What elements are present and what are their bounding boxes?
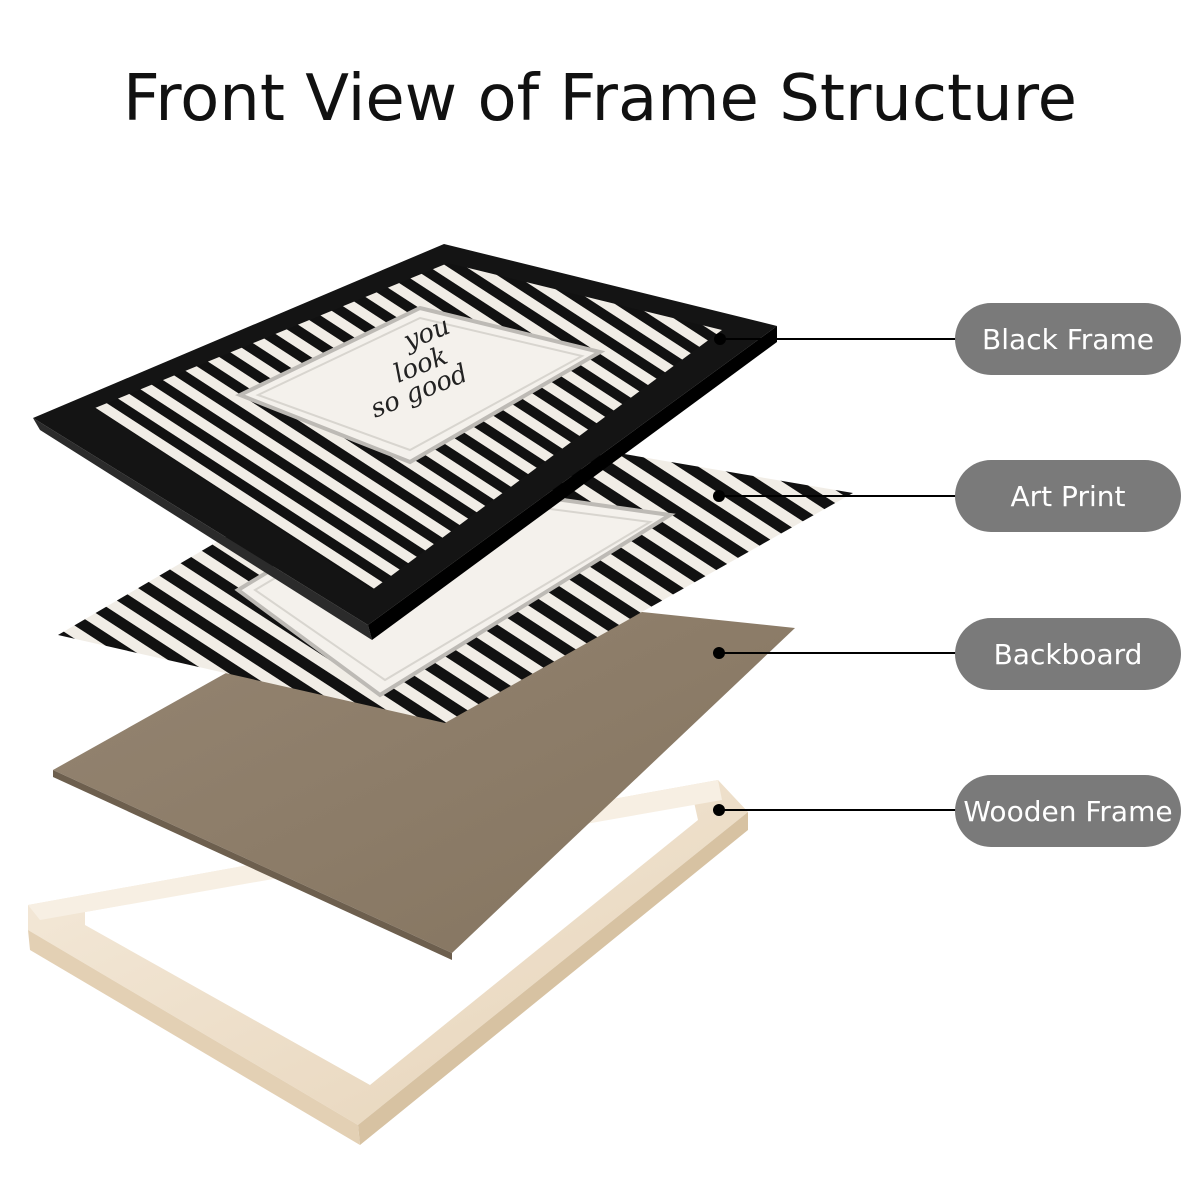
leader-art-print [713, 490, 958, 502]
backboard-layer [53, 585, 795, 960]
leader-backboard [713, 647, 958, 659]
label-backboard: Backboard [955, 618, 1181, 690]
black-frame-layer [33, 244, 777, 640]
label-black-frame: Black Frame [955, 303, 1181, 375]
page-title: Front View of Frame Structure [123, 62, 1077, 136]
label-wooden-frame: Wooden Frame [955, 775, 1181, 847]
leader-black-frame [714, 333, 958, 345]
label-art-print: Art Print [955, 460, 1181, 532]
leader-wooden-frame [713, 804, 958, 816]
